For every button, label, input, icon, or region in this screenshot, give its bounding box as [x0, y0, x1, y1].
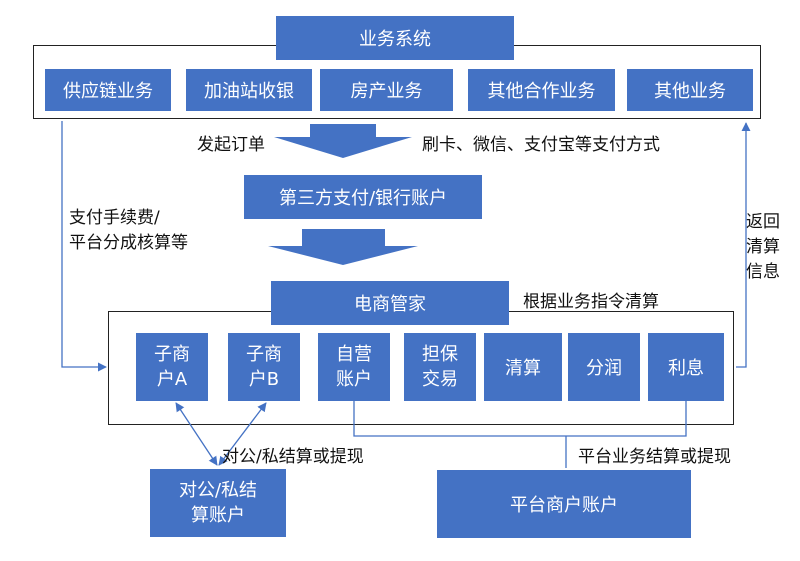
- business-item-gas-station: 加油站收银: [186, 69, 312, 111]
- platform-merchant-account-box: 平台商户账户: [437, 470, 691, 538]
- label-place-order: 发起订单: [197, 135, 265, 155]
- label-return-info: 返回 清算 信息: [746, 212, 780, 282]
- sub-a-settle-link: [175, 402, 218, 466]
- module-interest: 利息: [648, 333, 724, 401]
- down-arrow-payment: [268, 229, 418, 265]
- label-fees: 支付手续费/ 平台分成核算等: [69, 208, 188, 253]
- module-self-operated-account: 自营 账户: [318, 333, 390, 401]
- business-item-real-estate: 房产业务: [320, 69, 453, 111]
- label-payment-methods: 刷卡、微信、支付宝等支付方式: [422, 135, 660, 155]
- module-escrow-trade: 担保 交易: [404, 333, 476, 401]
- third-party-payment-box: 第三方支付/银行账户: [244, 175, 482, 219]
- module-sub-merchant-a: 子商 户A: [136, 333, 208, 401]
- settlement-account-box: 对公/私结 算账户: [150, 469, 286, 537]
- platform-settle-connector: [353, 401, 687, 437]
- business-item-other: 其他业务: [627, 69, 753, 111]
- label-public-private-settle: 对公/私结算或提现: [222, 447, 364, 467]
- module-clearing: 清算: [484, 333, 562, 401]
- business-item-supply-chain: 供应链业务: [45, 69, 171, 111]
- return-info-connector: [736, 122, 751, 368]
- module-profit-sharing: 分润: [568, 333, 640, 401]
- label-platform-settle: 平台业务结算或提现: [578, 447, 731, 467]
- business-item-partner: 其他合作业务: [468, 69, 615, 111]
- sub-b-settle-link: [218, 402, 267, 466]
- module-sub-merchant-b: 子商 户B: [228, 333, 300, 401]
- down-arrow-order: [274, 124, 412, 158]
- label-clear-by-command: 根据业务指令清算: [523, 292, 659, 312]
- fees-connector: [61, 121, 107, 372]
- ecom-manager-title: 电商管家: [271, 281, 509, 325]
- business-system-title: 业务系统: [276, 16, 514, 60]
